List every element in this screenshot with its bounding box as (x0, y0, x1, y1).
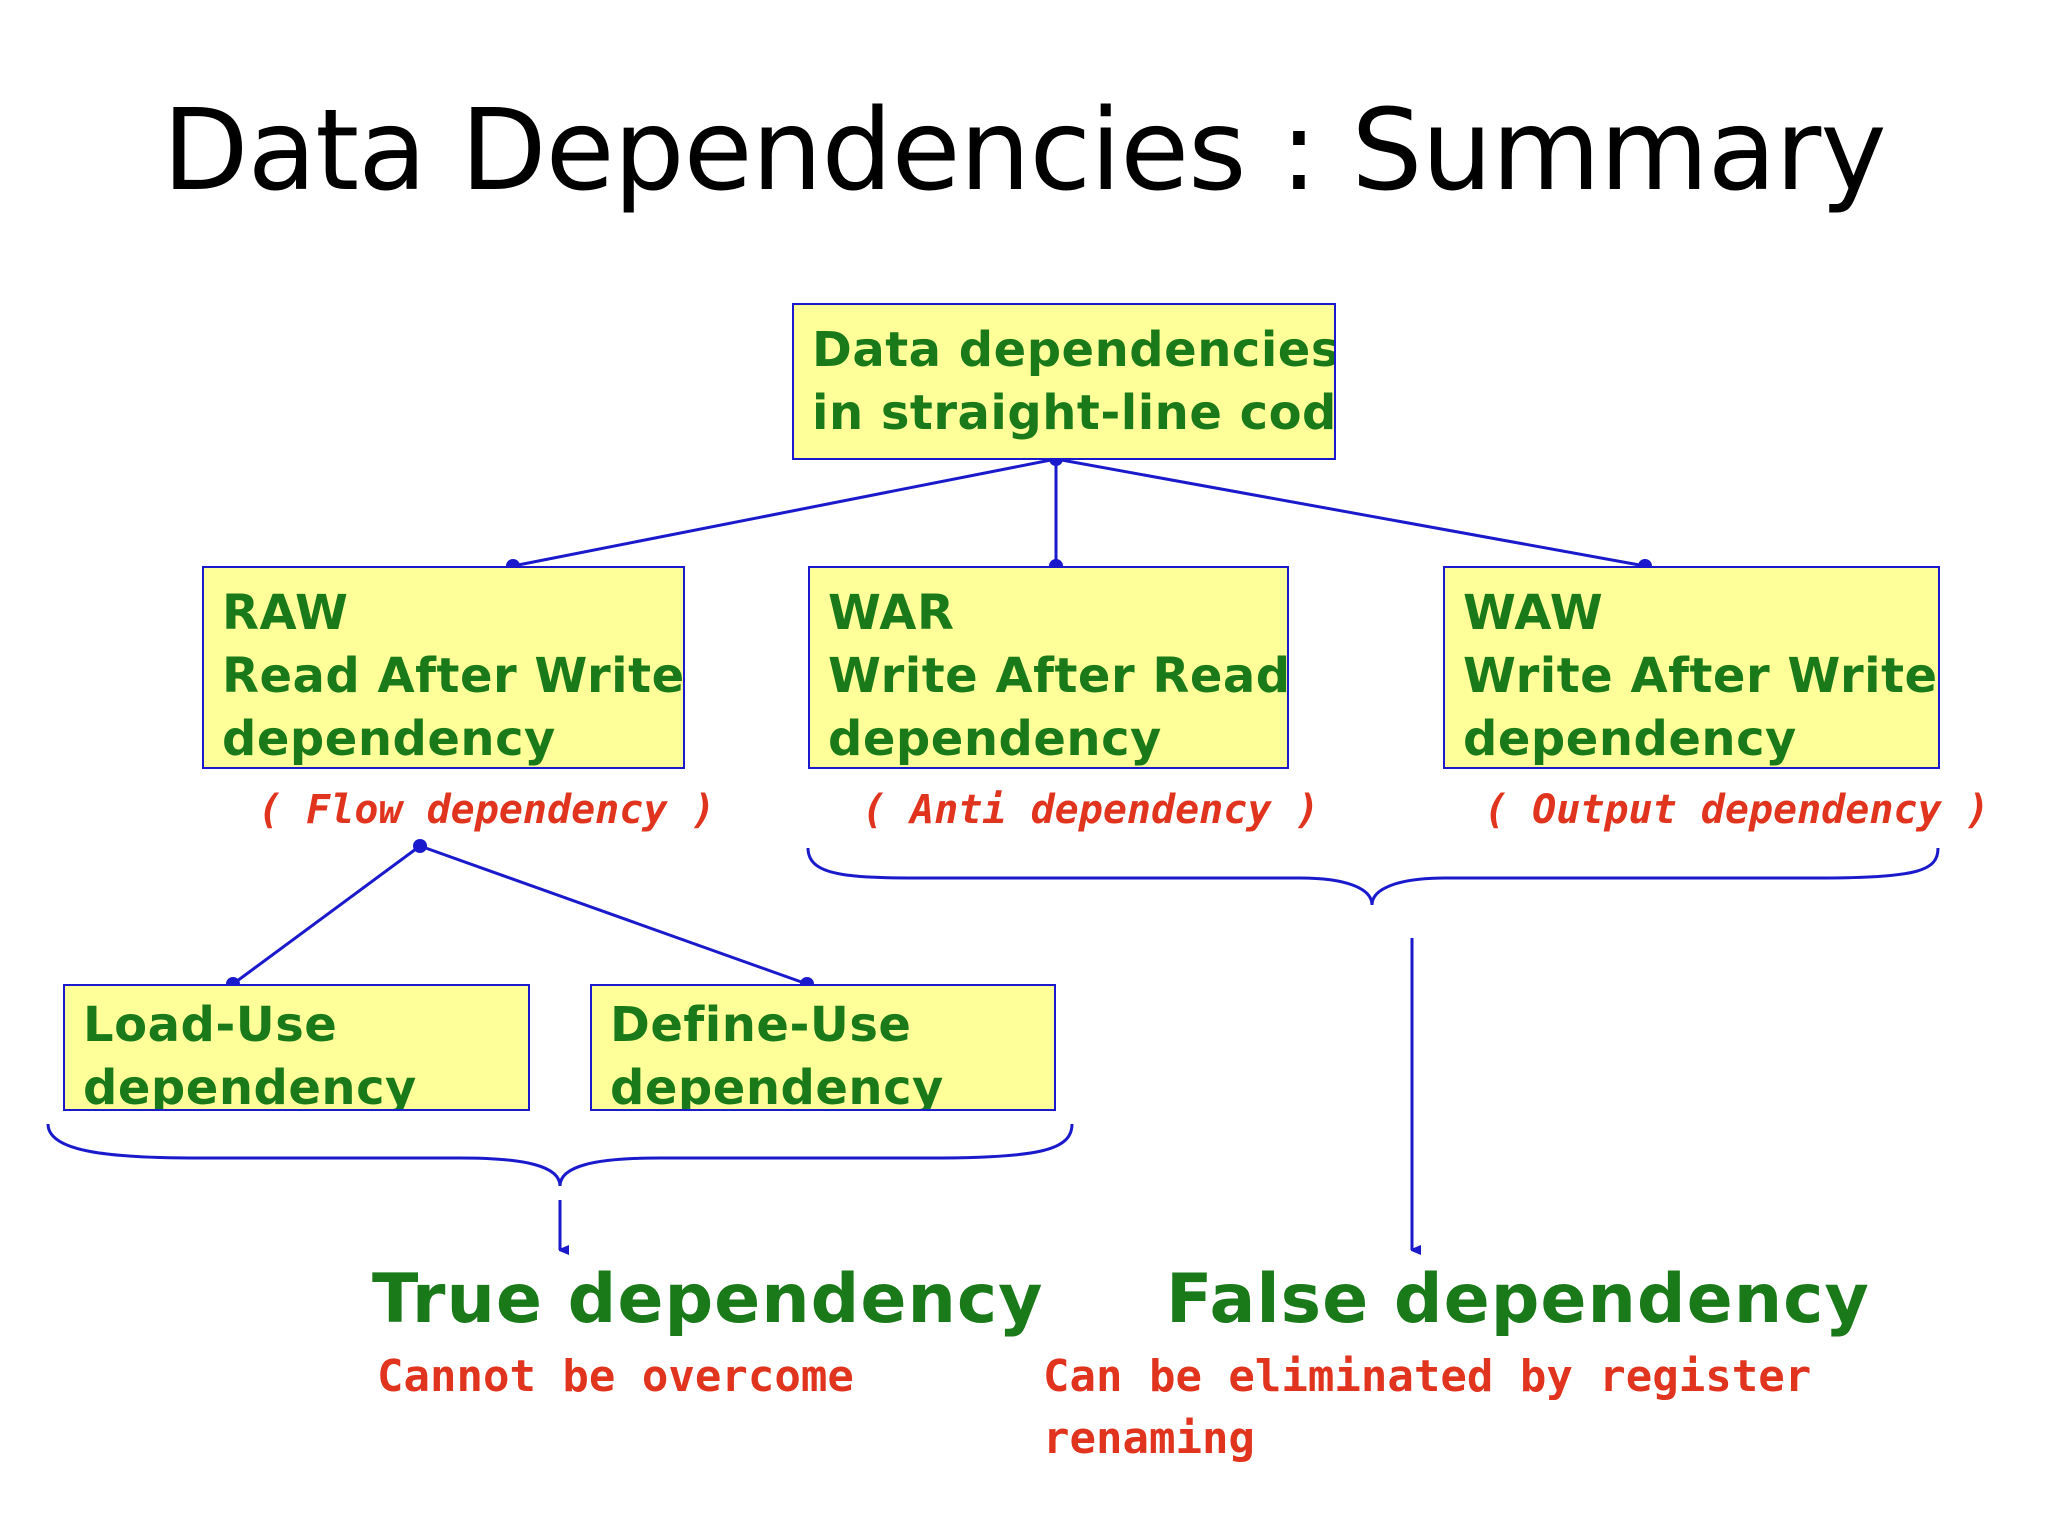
define-use-box: Define-Use dependency (590, 984, 1056, 1111)
war-kind: dependency (828, 711, 1162, 767)
raw-abbr: RAW (222, 585, 349, 641)
false-dependency-note-line-2: renaming (1043, 1413, 1255, 1464)
false-dependency-note: Can be eliminated by register renaming (1043, 1346, 1811, 1470)
waw-abbr: WAW (1463, 585, 1604, 641)
edge-root-waw (1055, 457, 1646, 568)
edge-raw-loaduse (232, 844, 421, 986)
raw-kind: dependency (222, 711, 556, 767)
waw-kind: dependency (1463, 711, 1797, 767)
brace-true-dependencies (46, 1123, 1074, 1187)
raw-box: RAW Read After Write dependency (202, 566, 685, 769)
page-title: Data Dependencies : Summary (162, 86, 1886, 216)
war-abbr: WAR (828, 585, 955, 641)
true-dependency-note-line: Cannot be overcome (377, 1351, 854, 1402)
raw-full: Read After Write (222, 648, 685, 704)
define-use-line-2: dependency (610, 1060, 944, 1111)
war-full: Write After Read (828, 648, 1289, 704)
waw-box: WAW Write After Write dependency (1443, 566, 1940, 769)
true-dependency-note: Cannot be overcome (377, 1346, 854, 1408)
load-use-box: Load-Use dependency (63, 984, 530, 1111)
load-use-line-1: Load-Use (83, 997, 338, 1053)
root-line-1: Data dependencies (812, 322, 1336, 378)
load-use-line-2: dependency (83, 1060, 417, 1111)
edge-root-raw (512, 457, 1057, 568)
root-box: Data dependencies in straight-line code (792, 303, 1336, 460)
waw-full: Write After Write (1463, 648, 1938, 704)
true-dependency-label: True dependency (372, 1260, 1044, 1339)
brace-false-dependencies (806, 847, 1940, 906)
false-dependency-label: False dependency (1166, 1260, 1870, 1339)
root-line-2: in straight-line code (812, 385, 1336, 441)
waw-alias: ( Output dependency ) (1484, 787, 1990, 833)
war-box: WAR Write After Read dependency (808, 566, 1289, 769)
edge-raw-defineuse (419, 844, 808, 986)
raw-alias: ( Flow dependency ) (258, 787, 716, 833)
false-dependency-note-line-1: Can be eliminated by register (1043, 1351, 1812, 1402)
war-alias: ( Anti dependency ) (862, 787, 1320, 833)
define-use-line-1: Define-Use (610, 997, 912, 1053)
node-dot-flow (413, 839, 427, 853)
